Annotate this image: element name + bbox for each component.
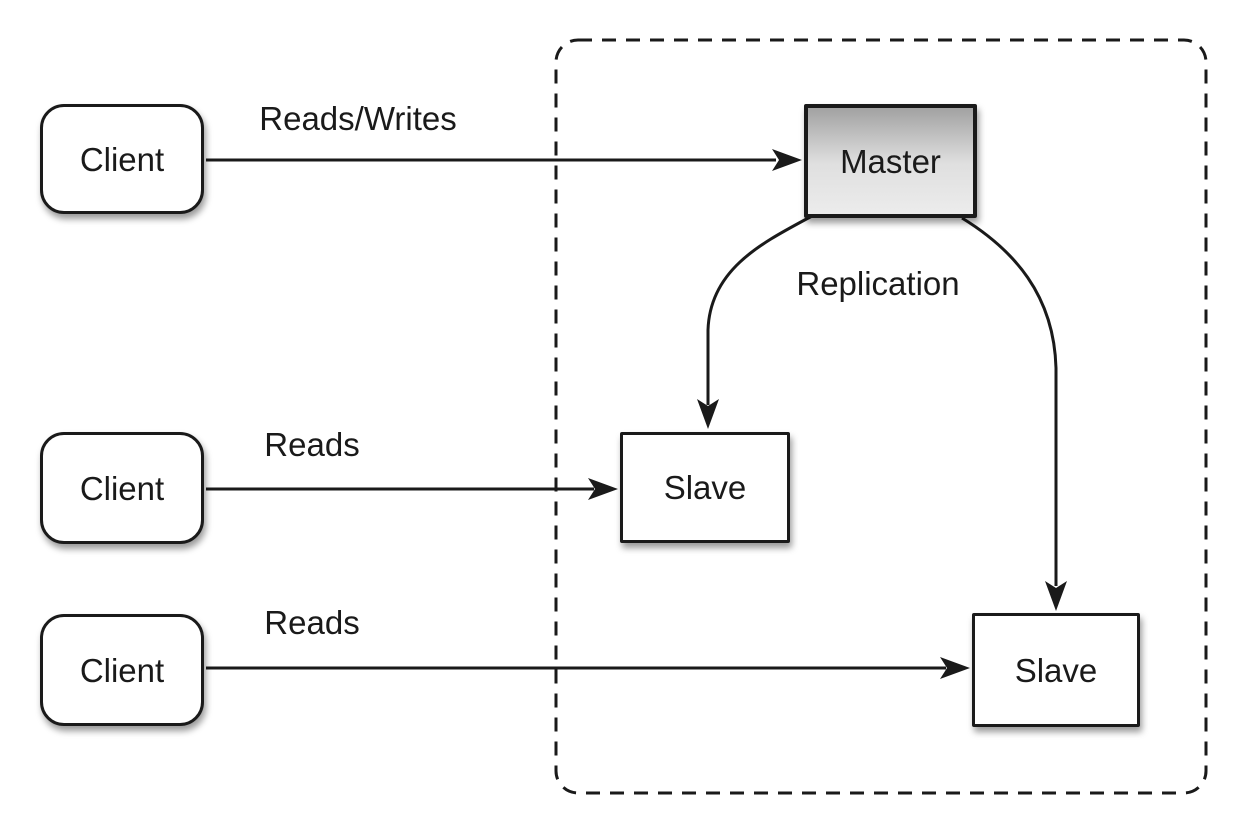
slave-node-1-label: Slave bbox=[663, 469, 747, 506]
replication-curve-right bbox=[961, 216, 1058, 586]
replication-left-arrowhead bbox=[697, 399, 719, 429]
reads-writes-label: Reads/Writes bbox=[259, 100, 457, 137]
reads-bottom-arrowhead bbox=[940, 657, 970, 679]
master-node-label: Master bbox=[840, 142, 941, 180]
client-node-2-label: Client bbox=[79, 469, 165, 507]
reads-mid-arrowhead bbox=[588, 478, 618, 500]
slave-node-1: Slave bbox=[620, 432, 790, 543]
client-node-1: Client bbox=[40, 104, 204, 214]
replication-right-arrowhead bbox=[1045, 581, 1067, 611]
slave-node-2: Slave bbox=[972, 613, 1140, 727]
client-node-1-label: Client bbox=[79, 140, 165, 178]
reads-mid-label: Reads bbox=[264, 426, 360, 463]
slave-node-2-label: Slave bbox=[1014, 651, 1098, 689]
master-node: Master bbox=[804, 104, 977, 218]
reads-bottom-label: Reads bbox=[264, 604, 360, 641]
client-node-3: Client bbox=[40, 614, 204, 726]
replication-curve-left bbox=[706, 214, 813, 405]
reads-writes-arrowhead bbox=[772, 149, 802, 171]
replication-label: Replication bbox=[796, 265, 960, 302]
client-node-3-label: Client bbox=[79, 651, 165, 689]
client-node-2: Client bbox=[40, 432, 204, 544]
cluster-boundary-dashed-rect bbox=[554, 38, 1208, 795]
